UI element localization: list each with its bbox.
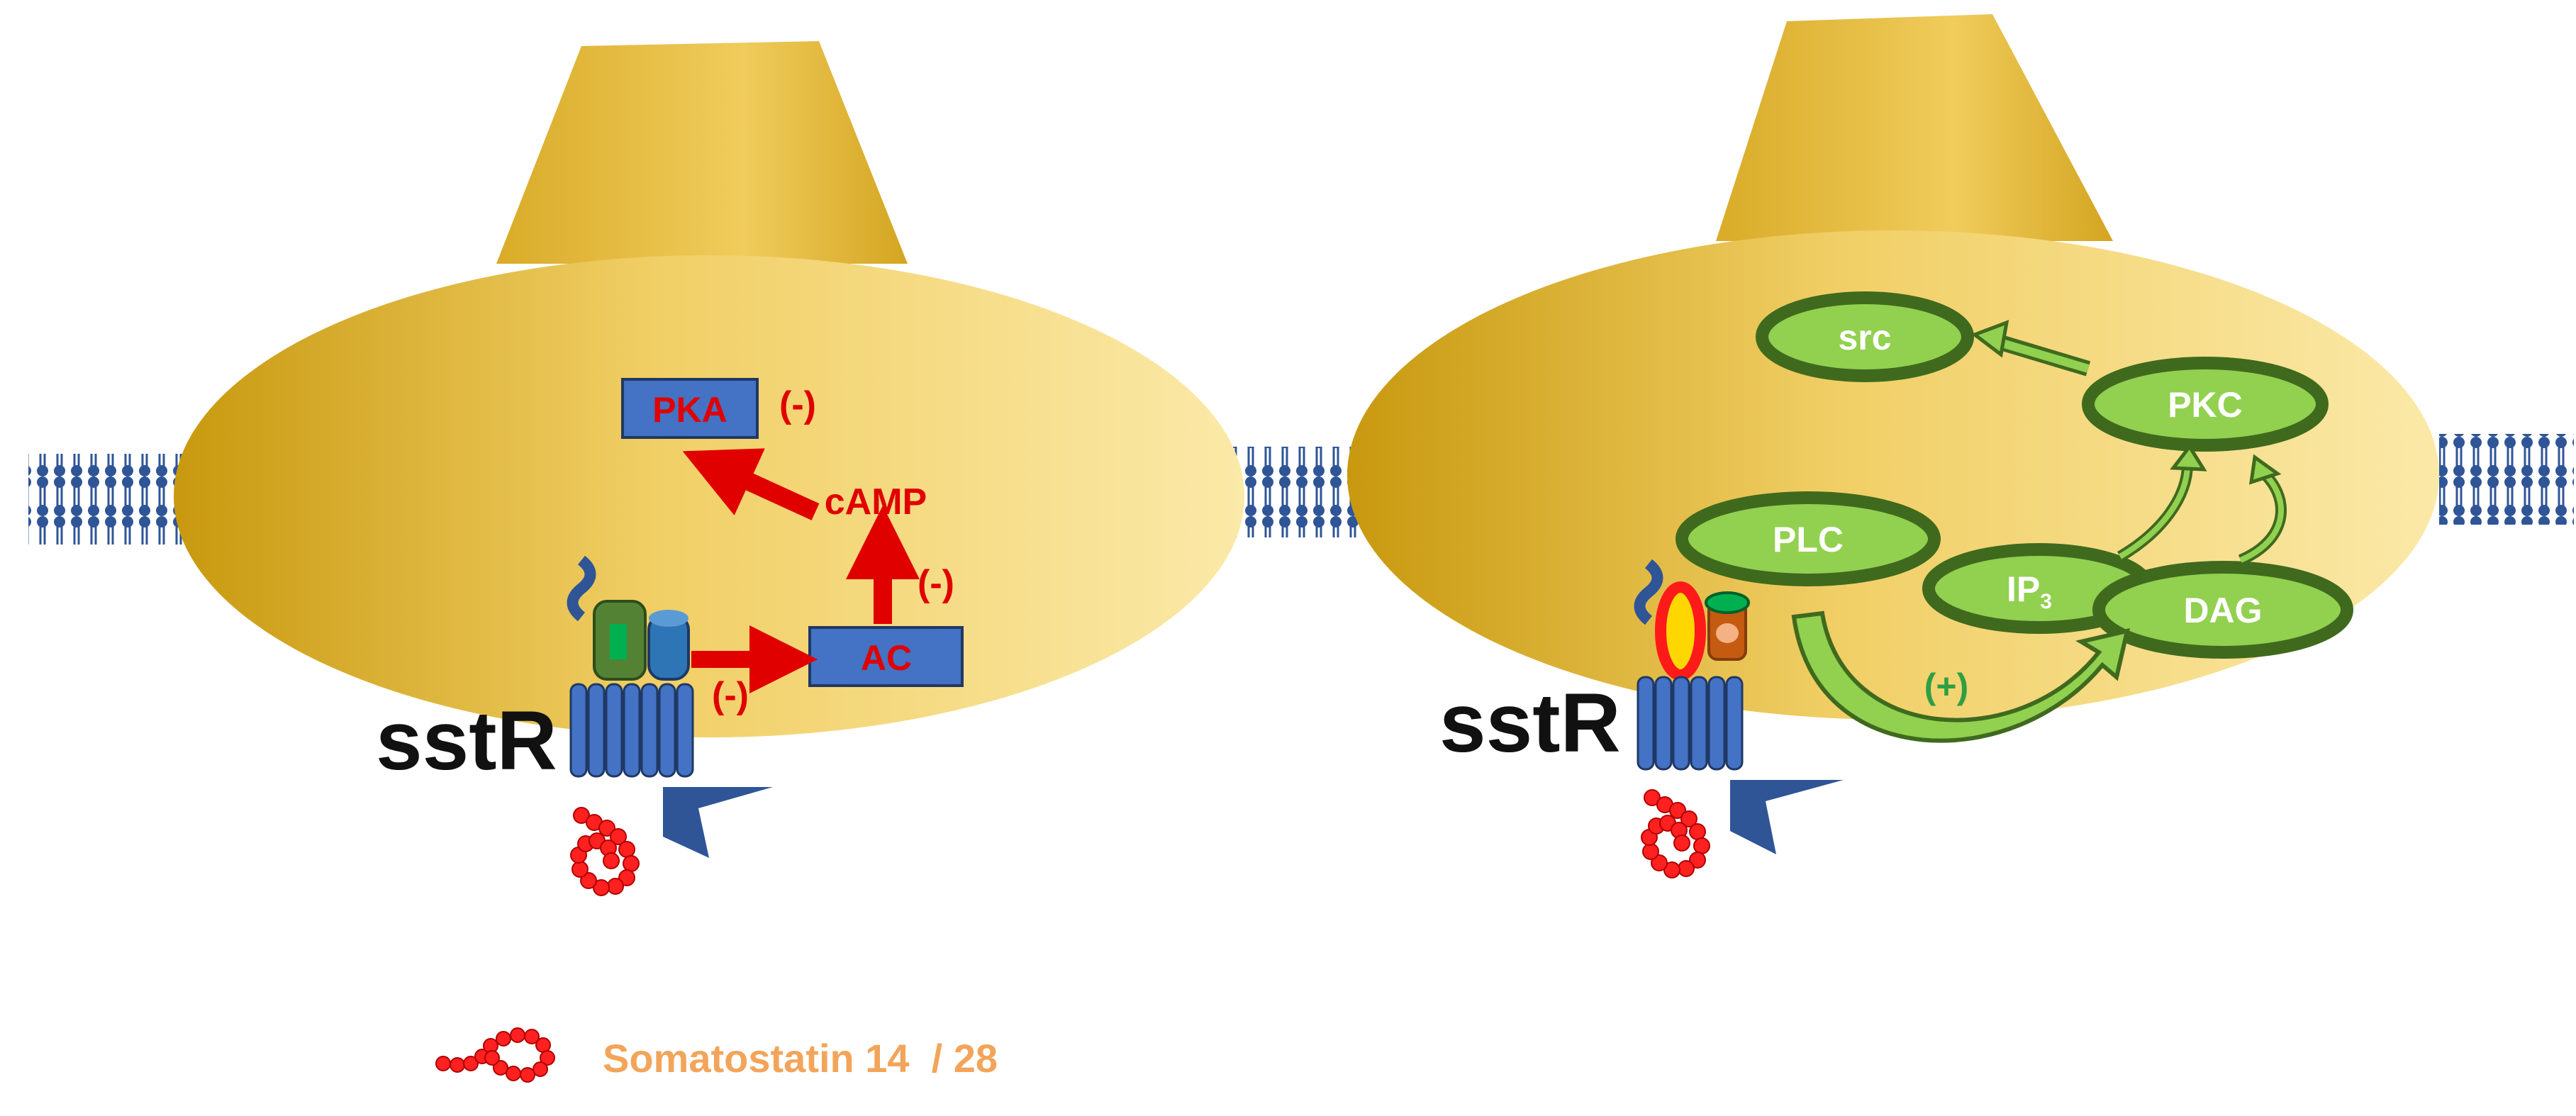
dag-label: DAG (2183, 591, 2262, 630)
plc-activation-arrow (1791, 610, 2131, 743)
pka-sign: (-) (779, 384, 816, 425)
pka-box (621, 378, 759, 439)
right-cell: src PKC PLC IP3 DAG (+) (1347, 14, 2574, 878)
left-ligand-icon (570, 807, 640, 896)
dag-node (2092, 561, 2353, 659)
ip3-label: IP3 (2007, 569, 2052, 613)
ip3-subscript: 3 (2040, 590, 2052, 613)
right-cell-neck (1716, 14, 2113, 241)
ac-sign: (-) (712, 675, 749, 716)
plc-node (1675, 491, 1941, 586)
g-beta-top (649, 610, 688, 627)
right-membrane (2439, 434, 2574, 525)
right-receptor (1634, 559, 1844, 854)
pkc-label: PKC (2168, 385, 2243, 425)
right-ligand-icon (1641, 789, 1710, 878)
legend: Somatostatin 14 / 28 (435, 1027, 998, 1083)
camp-label: cAMP (825, 481, 927, 523)
left-receptor-label: sstR (376, 694, 557, 788)
legend-ligand-icon (435, 1027, 555, 1083)
ac-box (808, 626, 964, 687)
camp-sign: (-) (918, 563, 954, 604)
pka-label: PKA (652, 390, 727, 430)
plc-activation-sign: (+) (1924, 666, 1969, 706)
pkc-node (2082, 357, 2329, 452)
gq-alpha-subunit (1655, 581, 1706, 681)
ac-label: AC (861, 638, 912, 678)
g-alpha-core (610, 624, 627, 659)
left-receptor (567, 555, 773, 858)
legend-text: Somatostatin 14 / 28 (603, 1036, 998, 1081)
right-receptor-label: sstR (1439, 676, 1621, 770)
src-node (1756, 291, 1974, 382)
plc-label: PLC (1773, 520, 1844, 559)
gq-gamma-subunit (1705, 591, 1750, 614)
camp-to-pka-arrow (682, 448, 820, 520)
left-cell: PKA (-) cAMP (-) AC (-) sstR (28, 41, 1390, 896)
left-cell-neck (496, 41, 908, 264)
src-label: src (1838, 318, 1891, 357)
